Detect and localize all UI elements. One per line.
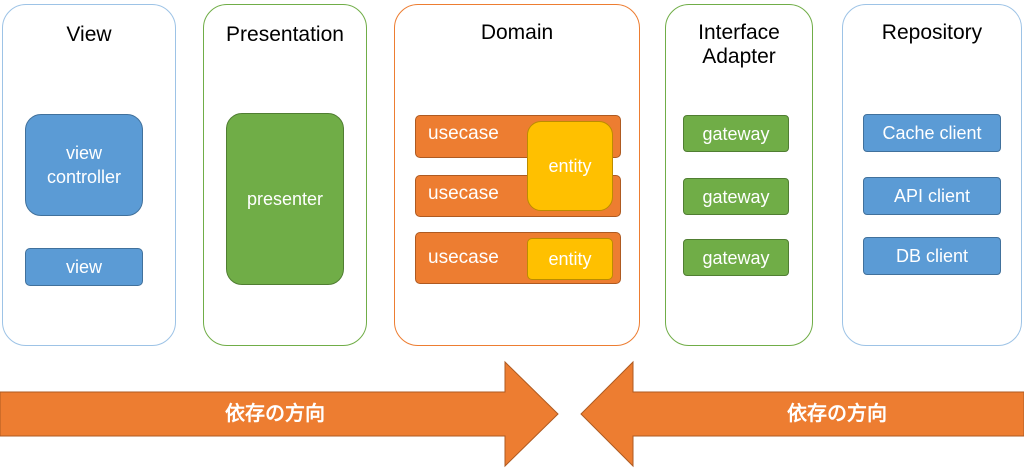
repository-layer: Repository [842, 4, 1022, 346]
entity-box: entity [527, 238, 613, 280]
gateway-box-2: gateway [683, 178, 789, 215]
api-client-box: API client [863, 177, 1001, 215]
view-controller-box: view controller [25, 114, 143, 216]
interface-adapter-layer: Interface Adapter [665, 4, 813, 346]
dependency-arrow-right [0, 360, 559, 468]
gateway-box-3: gateway [683, 239, 789, 276]
dependency-arrow-right-label: 依存の方向 [225, 403, 325, 425]
repository-layer-title: Repository [881, 21, 983, 44]
view-box: view [25, 248, 143, 286]
db-client-box: DB client [863, 237, 1001, 275]
dependency-arrow-left [580, 360, 1024, 468]
cache-client-box: Cache client [863, 114, 1001, 152]
domain-layer-title: Domain [480, 21, 554, 44]
entity-box-shared: entity [527, 121, 613, 211]
gateway-box-1: gateway [683, 115, 789, 152]
view-layer-title: View [66, 23, 112, 46]
presentation-layer-title: Presentation [226, 23, 344, 46]
presenter-box: presenter [226, 113, 344, 285]
dependency-arrow-left-label: 依存の方向 [787, 403, 887, 425]
interface-adapter-layer-title: Interface Adapter [698, 21, 780, 68]
